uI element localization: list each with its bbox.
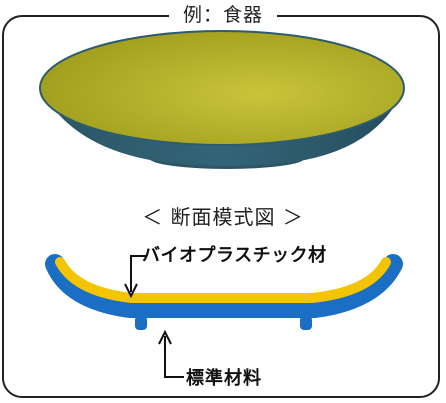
cross-section-foot-left [135,316,147,330]
dish-rim [39,30,405,146]
cross-section-foot-right [300,316,312,330]
standard-material-layer [45,254,403,318]
bioplastic-label: バイオプラスチック材 [142,245,327,266]
standard-material-label: 標準材料 [186,368,262,389]
standard-arrowhead [158,329,172,345]
cross-section [45,254,403,378]
dish-illustration [39,30,405,169]
bioplastic-layer [55,257,391,303]
standard-leader-line [164,336,184,378]
figure-title: 例：食器 [0,0,446,30]
dish-inner-surface [40,31,404,145]
bioplastic-arrowhead [124,283,138,299]
figure-title-text: 例：食器 [168,4,277,26]
section-label: ＜ 断面模式図 ＞ [142,205,304,229]
bioplastic-leader-line [130,255,147,292]
